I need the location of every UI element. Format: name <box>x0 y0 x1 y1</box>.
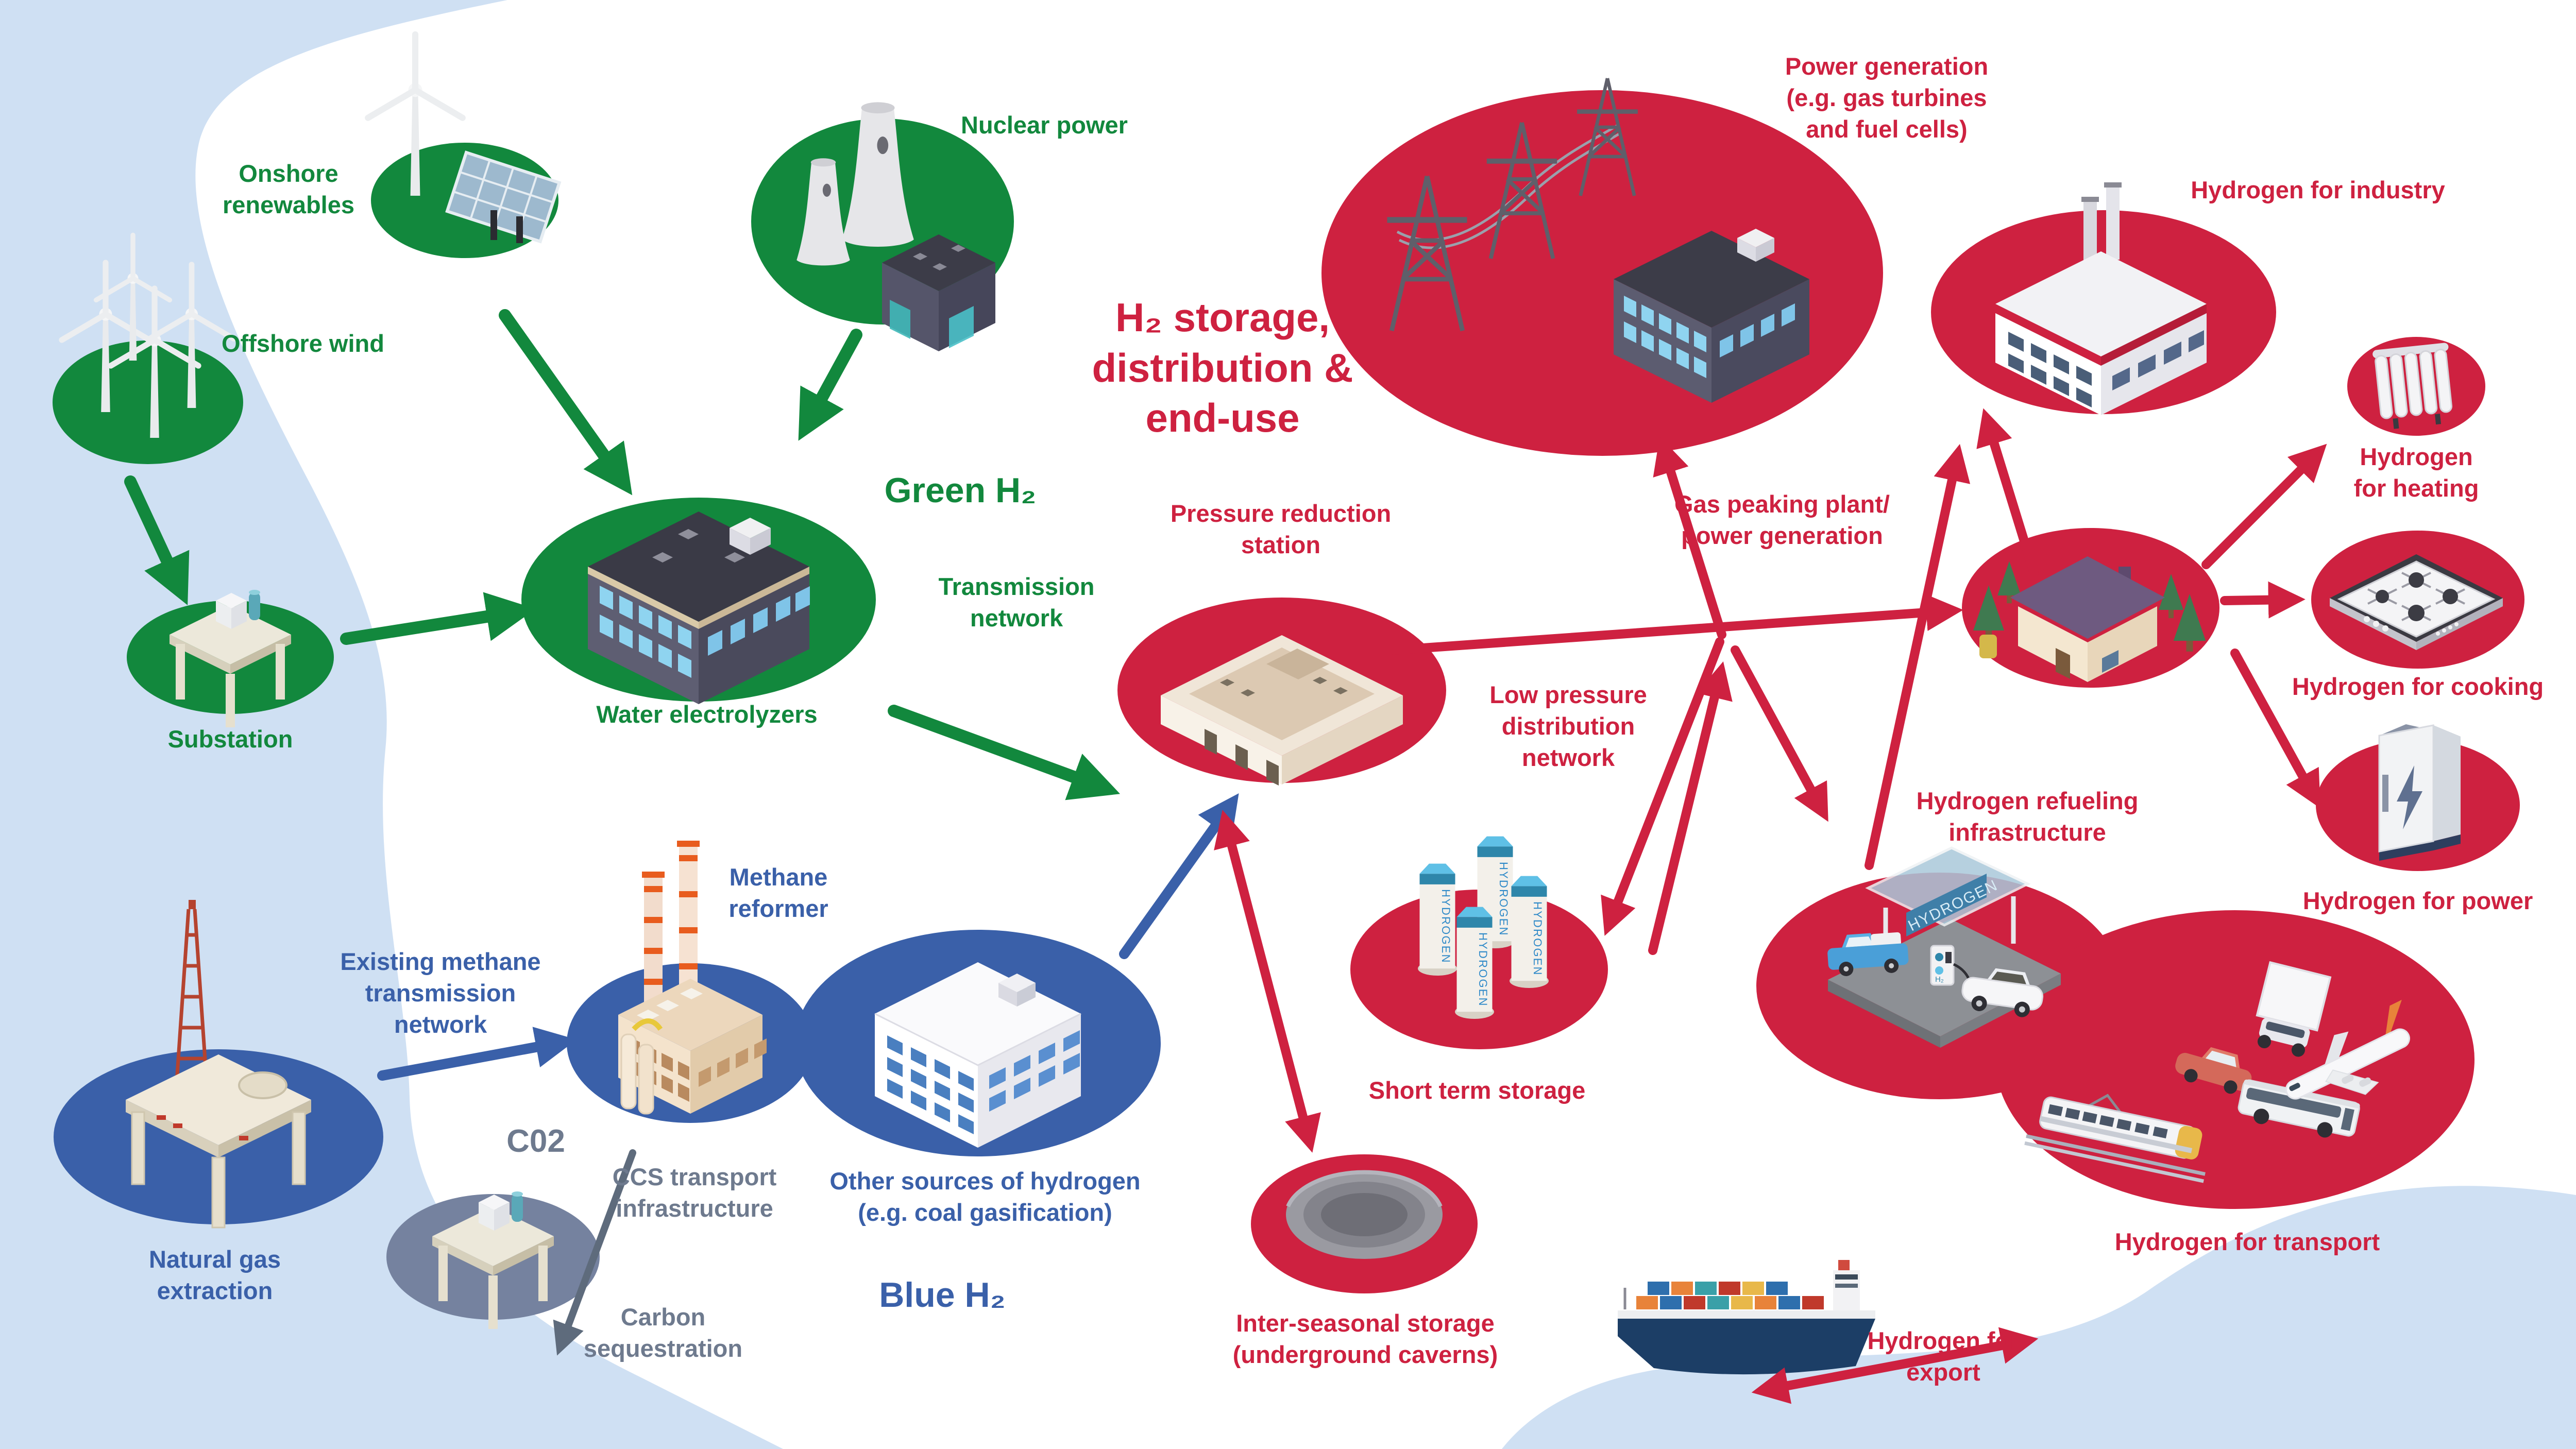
label-nuclear-power: Nuclear power <box>961 111 1128 139</box>
arrow-pressure-to-house <box>1389 594 1963 655</box>
label-co2: C02 <box>506 1123 565 1159</box>
label-pressure-reduction: Pressure reduction station <box>1170 500 1392 559</box>
label-substation: Substation <box>167 725 293 753</box>
label-hydrogen-power: Hydrogen for power <box>2302 887 2533 914</box>
nuclear-plant-icon <box>796 102 995 351</box>
label-onshore-renewables: Onshore renewables <box>222 160 355 219</box>
arrow-junction-to-powergen <box>1653 436 1726 639</box>
arrow-nuclear-to-electrolyzers <box>798 329 862 441</box>
arrow-gas-to-reformer <box>377 1027 577 1081</box>
battery-icon <box>2378 724 2461 861</box>
onshore-renewables-icon <box>368 35 562 244</box>
label-natural-gas: Natural gas extraction <box>149 1246 281 1305</box>
label-hydrogen-export: Hydrogen for export <box>1867 1327 2020 1386</box>
methane-reformer-icon <box>618 841 767 1115</box>
label-short-term-storage: Short term storage <box>1368 1077 1586 1104</box>
offshore-wind-ellipse <box>53 340 243 464</box>
arrow-co2-to-sequestration <box>553 1149 636 1356</box>
label-hydrogen-cooking: Hydrogen for cooking <box>2292 673 2544 700</box>
underground-cavern-icon <box>1286 1170 1443 1259</box>
transport-vehicles-icon <box>2024 961 2410 1183</box>
refueling-station-icon: HYDROGEN H₂ <box>1827 846 2061 1048</box>
arrow-house-to-cooking <box>2220 581 2306 619</box>
arrow-to-industry <box>1976 408 2039 577</box>
label-main-heading: H₂ storage, distribution & end-use <box>1092 295 1353 440</box>
arrow-storage-up <box>1648 661 1733 955</box>
label-hydrogen-transport: Hydrogen for transport <box>2114 1228 2380 1255</box>
label-power-generation: Power generation (e.g. gas turbines and … <box>1785 53 1989 143</box>
arrow-blueh2-to-pressure <box>1119 793 1239 959</box>
label-green-h2: Green H₂ <box>884 471 1037 510</box>
arrow-house-to-power <box>2230 649 2320 809</box>
pressure-reduction-station-icon <box>1161 635 1403 786</box>
label-low-pressure: Low pressure distribution network <box>1489 681 1647 772</box>
gas-rig-icon <box>126 900 311 1229</box>
label-offshore-wind: Offshore wind <box>222 330 384 357</box>
label-hydrogen-heating: Hydrogen for heating <box>2353 443 2479 502</box>
arrow-pressure-interseasonal <box>1214 810 1321 1153</box>
label-refueling: Hydrogen refueling infrastructure <box>1916 787 2139 846</box>
coal-gasification-building-icon <box>874 962 1081 1148</box>
industry-factory-icon <box>1995 182 2207 415</box>
house-icon <box>1973 556 2206 682</box>
flow-arrows <box>124 309 2327 1404</box>
arrow-refueling-to-powergen <box>1865 444 1971 870</box>
arrow-junction-to-refueling <box>1731 645 1828 822</box>
label-inter-seasonal: Inter-seasonal storage (underground cave… <box>1232 1309 1498 1369</box>
label-other-sources: Other sources of hydrogen (e.g. coal gas… <box>829 1167 1141 1226</box>
arrow-transmission-network <box>888 705 1121 800</box>
arrow-onshore-to-electrolyzers <box>499 309 633 496</box>
label-gas-peaking: Gas peaking plant/ power generation <box>1674 490 1890 550</box>
water-electrolyzers-factory-icon <box>588 512 810 704</box>
arrow-offshore-to-substation <box>124 475 190 605</box>
label-carbon-sequestration: Carbon sequestration <box>583 1303 743 1362</box>
label-existing-methane: Existing methane transmission network <box>340 948 541 1038</box>
label-blue-h2: Blue H₂ <box>879 1275 1006 1315</box>
arrow-export-ship <box>1751 1327 2039 1404</box>
power-generation-icon <box>1387 78 1809 403</box>
label-ccs-transport: CCS transport infrastructure <box>612 1163 777 1222</box>
radiator-icon <box>2372 343 2453 429</box>
arrow-house-to-heating <box>2201 444 2327 569</box>
label-methane-reformer: Methane reformer <box>728 863 828 923</box>
arrow-substation-to-electrolyzers <box>340 592 536 645</box>
label-water-electrolyzers: Water electrolyzers <box>596 701 818 728</box>
pump-label: H₂ <box>1935 975 1944 984</box>
label-hydrogen-industry: Hydrogen for industry <box>2191 176 2445 203</box>
label-transmission-network: Transmission network <box>938 573 1095 632</box>
gas-hob-icon <box>2330 554 2503 650</box>
